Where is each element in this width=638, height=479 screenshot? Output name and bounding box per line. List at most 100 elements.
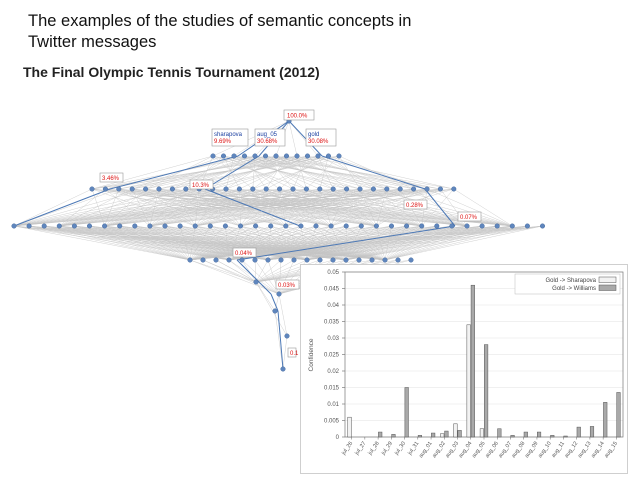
lattice-edge <box>189 225 362 261</box>
lattice-edge <box>172 155 235 190</box>
lattice-edge <box>252 155 298 190</box>
lattice-edge <box>132 155 224 190</box>
lattice-node <box>509 223 515 229</box>
lattice-node <box>147 223 153 229</box>
lattice-edge <box>29 225 191 261</box>
lattice-edge <box>195 188 280 227</box>
lattice-edge <box>132 155 308 190</box>
lattice-node <box>434 223 440 229</box>
lattice-edge <box>266 155 287 190</box>
concept-box <box>254 128 286 147</box>
lattice-node <box>210 153 216 159</box>
lattice-edge <box>13 188 441 227</box>
lattice-edge <box>149 188 374 227</box>
lattice-node <box>276 291 282 297</box>
lattice-node <box>200 257 206 263</box>
lattice-edge <box>255 281 276 312</box>
lattice-edge <box>172 155 277 190</box>
lattice-edge <box>223 155 401 190</box>
lattice-edge <box>212 155 287 190</box>
lattice-node <box>223 186 229 192</box>
lattice-node <box>343 223 349 229</box>
lattice-node <box>382 257 388 263</box>
lattice-node <box>253 223 259 229</box>
bar-williams <box>576 426 581 438</box>
lattice-node <box>207 223 213 229</box>
lattice-edge <box>225 155 235 190</box>
percent-label: 0.03% <box>278 283 296 289</box>
lattice-edge <box>228 225 528 261</box>
lattice-node <box>192 223 198 229</box>
lattice-edge <box>59 188 320 227</box>
lattice-edge <box>244 155 267 190</box>
lattice-edge <box>189 225 256 261</box>
percent-box <box>99 172 124 183</box>
lattice-edge <box>215 259 280 295</box>
lattice-node <box>336 153 342 159</box>
lattice-edge <box>195 188 253 227</box>
lattice-node <box>284 153 290 159</box>
lattice-node <box>117 223 123 229</box>
lattice-node <box>252 153 258 159</box>
lattice-edge <box>421 188 454 227</box>
y-tick-label: 0.025 <box>324 353 340 359</box>
lattice-edge <box>285 188 441 227</box>
concept-box <box>211 128 249 147</box>
lattice-node <box>187 257 193 263</box>
lattice-edge <box>132 155 266 190</box>
lattice-edge <box>317 155 387 190</box>
lattice-node <box>116 186 122 192</box>
lattice-node <box>26 223 32 229</box>
lattice-edge <box>255 259 282 283</box>
lattice-node <box>143 186 149 192</box>
lattice-node <box>284 333 290 339</box>
lattice-node <box>411 186 417 192</box>
lattice-highlight-edge <box>109 155 239 190</box>
bar-williams <box>550 435 555 438</box>
lattice-highlight-edge <box>236 225 456 261</box>
lattice-edge <box>13 188 387 227</box>
lattice-node <box>330 257 336 263</box>
lattice-edge <box>233 155 387 190</box>
lattice-edge <box>328 155 428 190</box>
lattice-highlight-edge <box>204 188 301 227</box>
lattice-node <box>357 186 363 192</box>
lattice-edge <box>189 225 392 261</box>
lattice-edge <box>59 188 347 227</box>
lattice-edge <box>255 259 295 283</box>
lattice-edge <box>244 155 428 190</box>
bar-williams <box>378 431 383 438</box>
bar-sharapova <box>347 416 352 438</box>
lattice-node <box>156 186 162 192</box>
lattice-edge <box>189 225 332 261</box>
lattice-edge <box>145 155 256 190</box>
lattice-edge <box>44 225 191 261</box>
lattice-edge <box>255 281 288 337</box>
lattice-node <box>494 223 500 229</box>
percent-box <box>189 179 214 190</box>
lattice-node <box>220 153 226 159</box>
percent-label: 3.46% <box>102 176 120 182</box>
lattice-edge <box>212 155 361 190</box>
lattice-edge <box>212 155 245 190</box>
lattice-edge <box>13 188 280 227</box>
y-axis-label: Confidence <box>308 338 315 371</box>
lattice-edge <box>240 188 294 227</box>
lattice-edge <box>228 225 452 261</box>
lattice-edge <box>199 155 340 190</box>
lattice-node <box>305 153 311 159</box>
lattice-edge <box>91 155 214 190</box>
x-tick-label: jul_27 <box>354 441 368 457</box>
lattice-node <box>86 223 92 229</box>
lattice-edge <box>104 188 387 227</box>
lattice-node <box>344 186 350 192</box>
lattice-node <box>41 223 47 229</box>
lattice-edge <box>189 259 257 283</box>
bar-williams <box>497 428 502 438</box>
lattice-edge <box>149 188 294 227</box>
page-title-line-2: Twitter messages <box>28 33 157 51</box>
page-title: The examples of the studies of semantic … <box>28 11 468 53</box>
lattice-edge <box>228 225 543 261</box>
lattice-edge <box>164 225 191 261</box>
lattice-edge <box>202 259 257 283</box>
